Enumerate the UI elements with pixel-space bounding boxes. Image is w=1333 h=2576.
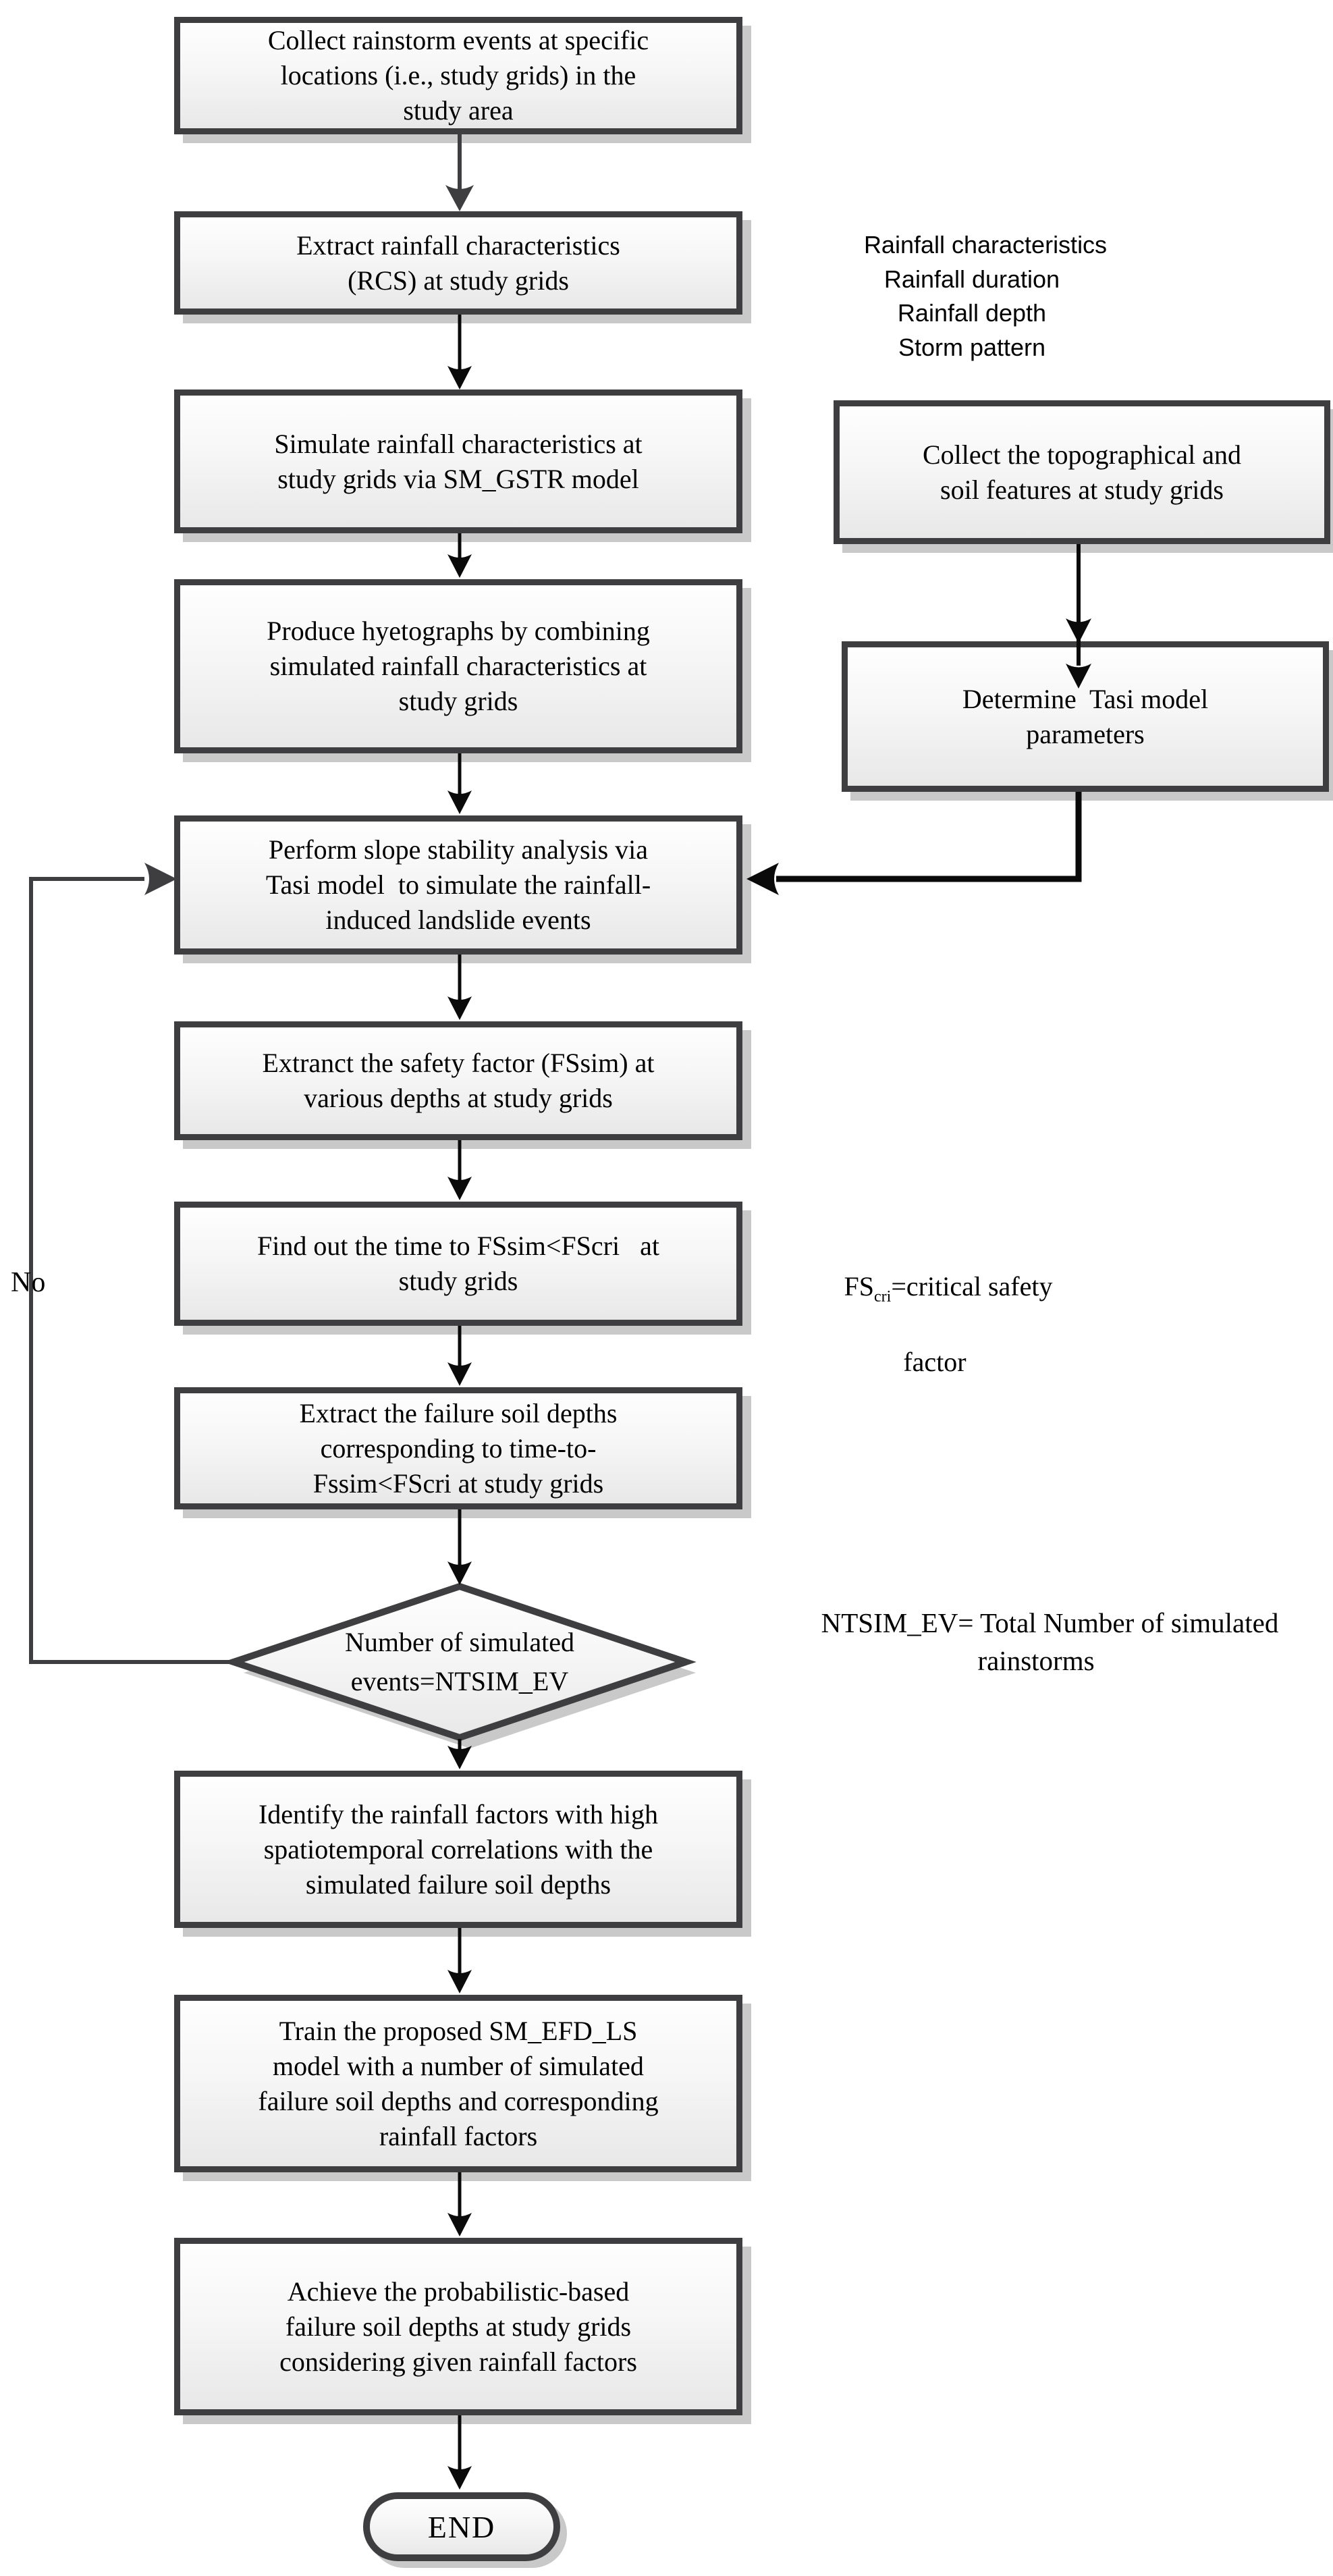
flow-box-collect-topographical-text: Collect the topographical and soil featu… bbox=[922, 439, 1242, 505]
annotation-ntsim-ev-text: NTSIM_EV= Total Number of simulated rain… bbox=[821, 1607, 1279, 1676]
annotation-rainfall-characteristics-text: Rainfall characteristics Rainfall durati… bbox=[863, 231, 1108, 361]
edge-label-no: No bbox=[11, 1266, 45, 1299]
arrow-train-to-achieve bbox=[447, 2172, 472, 2236]
annotation-fs-cri: FScri=critical safety factor bbox=[780, 1230, 1090, 1457]
flow-box-extract-safety-factor: Extranct the safety factor (FSsim) at va… bbox=[174, 1021, 742, 1140]
flow-box-achieve-probabilistic: Achieve the probabilistic-based failure … bbox=[174, 2238, 742, 2415]
annotation-ntsim-ev: NTSIM_EV= Total Number of simulated rain… bbox=[736, 1567, 1333, 1717]
arrow-findtime-to-extractdepths bbox=[447, 1326, 472, 1386]
flow-box-find-time-text: Find out the time to FSsim<FScri at stud… bbox=[257, 1231, 659, 1296]
flow-box-produce-hyetographs: Produce hyetographs by combining simulat… bbox=[174, 579, 742, 753]
flow-box-find-time: Find out the time to FSsim<FScri at stud… bbox=[174, 1202, 742, 1326]
arrow-achieve-to-end bbox=[447, 2415, 472, 2490]
flow-box-identify-rainfall-factors-text: Identify the rainfall factors with high … bbox=[258, 1798, 659, 1900]
annotation-fs-cri-line2: factor bbox=[903, 1347, 967, 1377]
flow-box-simulate-rcs-text: Simulate rainfall characteristics at stu… bbox=[274, 428, 643, 494]
arrow-extractfs-to-findtime bbox=[447, 1140, 472, 1200]
edge-label-no-text: No bbox=[11, 1267, 46, 1298]
flow-box-train-model-text: Train the proposed SM_EFD_LS model with … bbox=[258, 2015, 659, 2151]
flow-box-extract-rcs-text: Extract rainfall characteristics (RCS) a… bbox=[296, 230, 620, 296]
connector-tasi-to-perform bbox=[746, 792, 1082, 895]
flow-box-determine-tasi-text: Determine Tasi model parameters bbox=[962, 683, 1209, 749]
flow-box-collect-rainstorm-text: Collect rainstorm events at specific loc… bbox=[267, 25, 649, 126]
flow-box-produce-hyetographs-text: Produce hyetographs by combining simulat… bbox=[267, 616, 650, 716]
flow-box-simulate-rcs: Simulate rainfall characteristics at stu… bbox=[174, 390, 742, 533]
end-terminator: END bbox=[363, 2492, 560, 2561]
arrow-collect-to-extract bbox=[445, 132, 474, 211]
annotation-fs-cri-line1: FScri=critical safety bbox=[844, 1271, 1053, 1306]
flow-box-collect-rainstorm: Collect rainstorm events at specific loc… bbox=[174, 17, 742, 134]
flow-box-extract-safety-factor-text: Extranct the safety factor (FSsim) at va… bbox=[262, 1048, 655, 1113]
flow-box-extract-failure-depths-text: Extract the failure soil depths correspo… bbox=[299, 1397, 618, 1499]
flow-box-collect-topographical: Collect the topographical and soil featu… bbox=[834, 400, 1330, 544]
arrow-decision-to-identify bbox=[447, 1739, 472, 1769]
annotation-rainfall-characteristics: Rainfall characteristics Rainfall durati… bbox=[776, 194, 1168, 398]
arrow-produce-to-perform bbox=[447, 753, 472, 814]
flow-box-identify-rainfall-factors: Identify the rainfall factors with high … bbox=[174, 1771, 742, 1928]
flow-box-perform-slope-stability-text: Perform slope stability analysis via Tas… bbox=[265, 834, 651, 935]
flow-box-extract-failure-depths: Extract the failure soil depths correspo… bbox=[174, 1387, 742, 1509]
flow-box-achieve-probabilistic-text: Achieve the probabilistic-based failure … bbox=[279, 2276, 637, 2377]
decision-diamond-text: Number of simulated events=NTSIM_EV bbox=[345, 1627, 574, 1696]
flow-box-perform-slope-stability: Perform slope stability analysis via Tas… bbox=[174, 815, 742, 955]
annotation-fs-cri-subscript: cri bbox=[874, 1288, 892, 1306]
arrow-perform-to-extractfs bbox=[447, 955, 472, 1020]
arrow-extract-to-simulate bbox=[447, 315, 472, 390]
end-terminator-text: END bbox=[427, 2509, 496, 2544]
arrow-identify-to-train bbox=[447, 1928, 472, 1993]
flow-box-train-model: Train the proposed SM_EFD_LS model with … bbox=[174, 1995, 742, 2172]
flow-box-extract-rcs: Extract rainfall characteristics (RCS) a… bbox=[174, 211, 742, 315]
arrow-extractdepths-to-decision bbox=[447, 1509, 472, 1585]
decision-diamond-label: Number of simulated events=NTSIM_EV bbox=[277, 1605, 642, 1719]
flow-box-determine-tasi: Determine Tasi model parameters bbox=[842, 641, 1329, 792]
arrow-simulate-to-produce bbox=[447, 533, 472, 578]
